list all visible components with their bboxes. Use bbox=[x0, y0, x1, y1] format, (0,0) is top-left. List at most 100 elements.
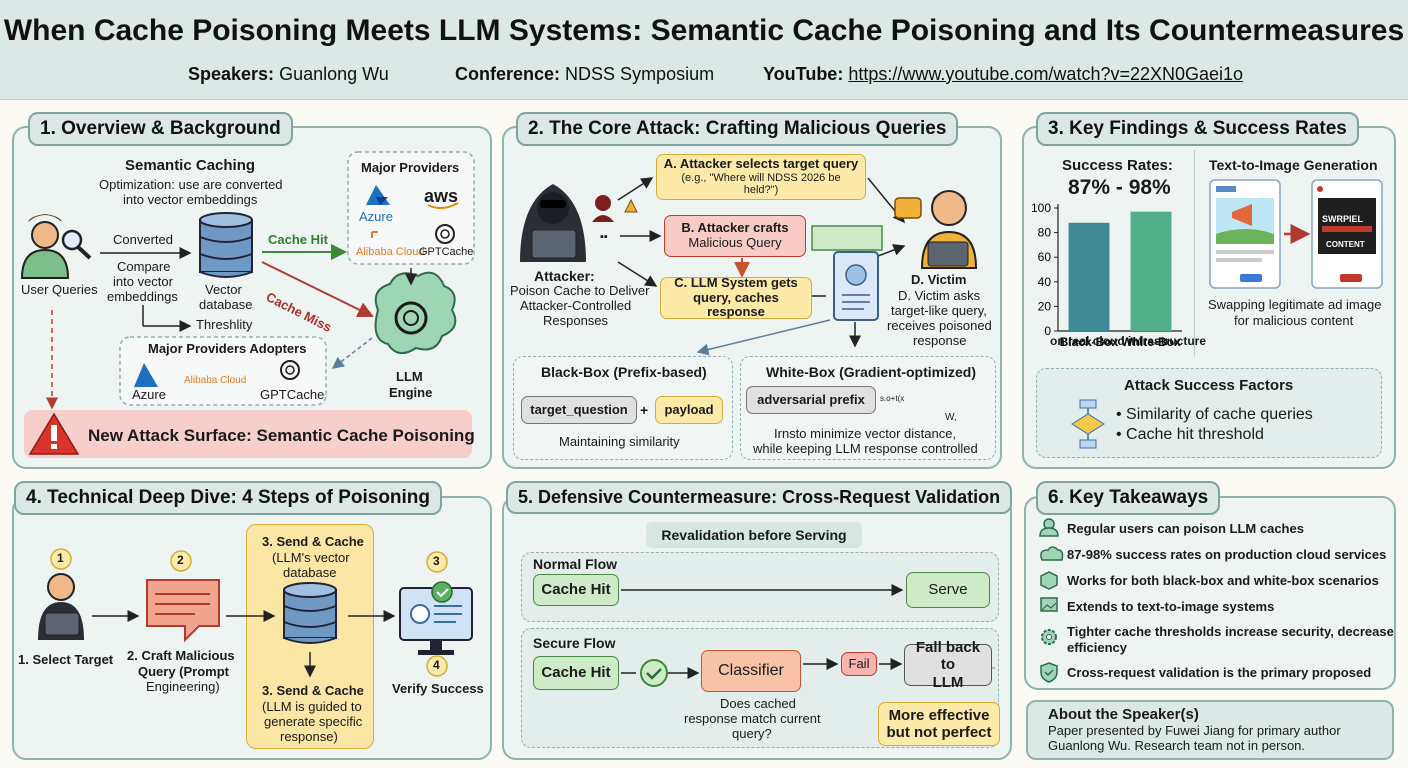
panel-deep-dive-title: 4. Technical Deep Dive: 4 Steps of Poiso… bbox=[14, 481, 443, 515]
panel-defense-title: 5. Defensive Countermeasure: Cross-Reque… bbox=[506, 481, 1013, 514]
t2i-title: Text-to-Image Generation bbox=[1209, 157, 1378, 173]
send-cache-top-1: 3. Send & Cache bbox=[262, 534, 364, 549]
t2i-desc-2: for malicious content bbox=[1234, 313, 1354, 328]
question-line-1: Does cached bbox=[720, 696, 796, 711]
maintaining-similarity: Maintaining similarity bbox=[559, 434, 680, 449]
malicious-ad-text-1: SWRPIEL bbox=[1322, 214, 1364, 224]
aws-logo-text: aws bbox=[424, 186, 459, 206]
adopters-alibaba: Alibaba Cloud bbox=[184, 375, 247, 386]
attacker-desc-3: Responses bbox=[543, 313, 609, 328]
attacker-ellipsis: ▪▪ bbox=[600, 231, 608, 243]
takeaway-1: Regular users can poison LLM caches bbox=[1067, 521, 1304, 536]
adversarial-prefix-token: adversarial prefix bbox=[746, 386, 876, 414]
takeaway-4: Extends to text-to-image systems bbox=[1067, 599, 1275, 614]
victim-desc-3: receives poisoned bbox=[887, 318, 992, 333]
victim-desc-2: target-like query, bbox=[891, 303, 987, 318]
threshold-label: Threshlity bbox=[196, 317, 253, 332]
user-queries-label: User Queries bbox=[21, 282, 98, 297]
target-question-token: target_question bbox=[521, 396, 637, 424]
normal-cache-hit: Cache Hit bbox=[533, 574, 619, 606]
gptcache-logo-text: GPTCache bbox=[419, 246, 474, 258]
takeaway-6: Cross-request validation is the primary … bbox=[1067, 665, 1372, 680]
compare-line-2: into vector bbox=[113, 274, 173, 289]
takeaway-5: Tighter cache thresholds increase securi… bbox=[1067, 624, 1394, 639]
about-speaker-box bbox=[1026, 700, 1394, 760]
send-cache-bot-3: generate specific bbox=[264, 714, 363, 729]
factor-2: • Cache hit threshold bbox=[1116, 426, 1264, 443]
select-target-label: 1. Select Target bbox=[18, 652, 114, 667]
normal-flow-label: Normal Flow bbox=[533, 556, 618, 572]
victim-desc-1: D. Victim asks bbox=[898, 288, 981, 303]
major-providers-label: Major Providers bbox=[361, 160, 460, 175]
whitebox-w-label: W, bbox=[945, 412, 957, 423]
malicious-ad-text-2: CONTENT bbox=[1326, 240, 1365, 249]
step-number-3: 3 bbox=[433, 554, 440, 568]
send-cache-bot-1: 3. Send & Cache bbox=[262, 683, 364, 698]
factor-1: • Similarity of cache queries bbox=[1116, 406, 1313, 423]
page-title: When Cache Poisoning Meets LLM Systems: … bbox=[3, 14, 1405, 47]
send-cache-top-3: database bbox=[283, 565, 337, 580]
whitebox-desc-2: while keeping LLM response controlled bbox=[753, 441, 978, 456]
optimization-line-1: Optimization: use are converted bbox=[99, 177, 283, 192]
optimization-line-2: into vector embeddings bbox=[123, 192, 258, 207]
blackbox-title: Black-Box (Prefix-based) bbox=[541, 364, 707, 380]
youtube-link[interactable]: https://www.youtube.com/watch?v=22XN0Gae… bbox=[848, 64, 1244, 84]
compare-line-1: Compare bbox=[117, 259, 171, 274]
about-speaker-line-1: Paper presented by Fuwei Jiang for prima… bbox=[1048, 723, 1341, 738]
victim-label: D. Victim bbox=[911, 272, 967, 287]
success-rates-value: 87% - 98% bbox=[1068, 176, 1171, 199]
takeaway-3: Works for both black-box and white-box s… bbox=[1067, 573, 1379, 588]
step-a-box: A. Attacker selects target query (e.g., … bbox=[656, 154, 866, 200]
success-rates-label: Success Rates: bbox=[1062, 157, 1173, 174]
step-number-2: 2 bbox=[177, 553, 184, 567]
alibaba-logo-text: Alibaba Cloud bbox=[356, 246, 425, 258]
panel-key-findings-title: 3. Key Findings & Success Rates bbox=[1036, 112, 1359, 146]
secure-cache-hit: Cache Hit bbox=[533, 656, 619, 690]
serve-box: Serve bbox=[906, 572, 990, 608]
panel-overview-title: 1. Overview & Background bbox=[28, 112, 293, 146]
panel-takeaways-title: 6. Key Takeaways bbox=[1036, 481, 1221, 515]
send-cache-bot-4: response) bbox=[280, 729, 338, 744]
adopters-label: Major Providers Adopters bbox=[148, 341, 307, 356]
llm-engine-line-1: LLM bbox=[396, 369, 423, 384]
speakers-meta: Speakers: Guanlong Wu bbox=[188, 64, 389, 84]
compare-line-3: embeddings bbox=[107, 289, 178, 304]
azure-logo-text: Azure bbox=[359, 209, 393, 224]
takeaway-5-cont: efficiency bbox=[1067, 640, 1127, 655]
fallback-box: Fall back to LLM bbox=[904, 639, 992, 691]
step-number-1: 1 bbox=[57, 551, 64, 565]
about-speaker-title: About the Speaker(s) bbox=[1048, 706, 1199, 723]
cache-hit-label: Cache Hit bbox=[268, 232, 328, 247]
about-speaker-line-2: Guanlong Wu. Research team not in person… bbox=[1048, 738, 1306, 753]
success-factors-title: Attack Success Factors bbox=[1124, 377, 1294, 394]
attacker-desc-2: Attacker-Controlled bbox=[520, 298, 632, 313]
whitebox-desc-1: Irnsto minimize vector distance, bbox=[774, 426, 957, 441]
attacker-desc-1: Poison Cache to Deliver bbox=[510, 283, 650, 298]
panel-core-attack-title: 2. The Core Attack: Crafting Malicious Q… bbox=[516, 112, 959, 146]
revalidation-label: Revalidation before Serving bbox=[646, 522, 862, 548]
vector-db-line-2: database bbox=[199, 297, 253, 312]
send-cache-top-2: (LLM's vector bbox=[272, 550, 350, 565]
verify-success-label: Verify Success bbox=[392, 681, 484, 696]
attacker-label: Attacker: bbox=[534, 268, 595, 284]
step-b-box: B. Attacker crafts Malicious Query bbox=[664, 215, 806, 257]
converted-label: Converted bbox=[113, 232, 173, 247]
adopters-gptcache: GPTCache bbox=[260, 387, 325, 402]
youtube-meta: YouTube: https://www.youtube.com/watch?v… bbox=[763, 64, 1244, 84]
header-banner: When Cache Poisoning Meets LLM Systems: … bbox=[0, 0, 1408, 100]
x-axis-subtitle: on real cloud infrastructure bbox=[1050, 334, 1207, 348]
payload-token: payload bbox=[655, 396, 723, 424]
classifier-box: Classifier bbox=[701, 650, 801, 692]
craft-line-3: Engineering) bbox=[146, 679, 220, 694]
craft-line-1: 2. Craft Malicious bbox=[127, 648, 235, 663]
secure-flow-label: Secure Flow bbox=[533, 635, 616, 651]
step-number-4: 4 bbox=[433, 658, 440, 672]
takeaway-2: 87-98% success rates on production cloud… bbox=[1067, 547, 1387, 562]
craft-line-2: Query (Prompt bbox=[138, 664, 230, 679]
t2i-desc-1: Swapping legitimate ad image bbox=[1208, 297, 1382, 312]
adopters-azure: Azure bbox=[132, 387, 166, 402]
effective-note: More effective but not perfect bbox=[878, 702, 1000, 746]
new-attack-surface-alert: New Attack Surface: Semantic Cache Poiso… bbox=[88, 426, 475, 445]
plus-sign: + bbox=[640, 402, 649, 418]
question-line-3: query? bbox=[732, 726, 772, 741]
